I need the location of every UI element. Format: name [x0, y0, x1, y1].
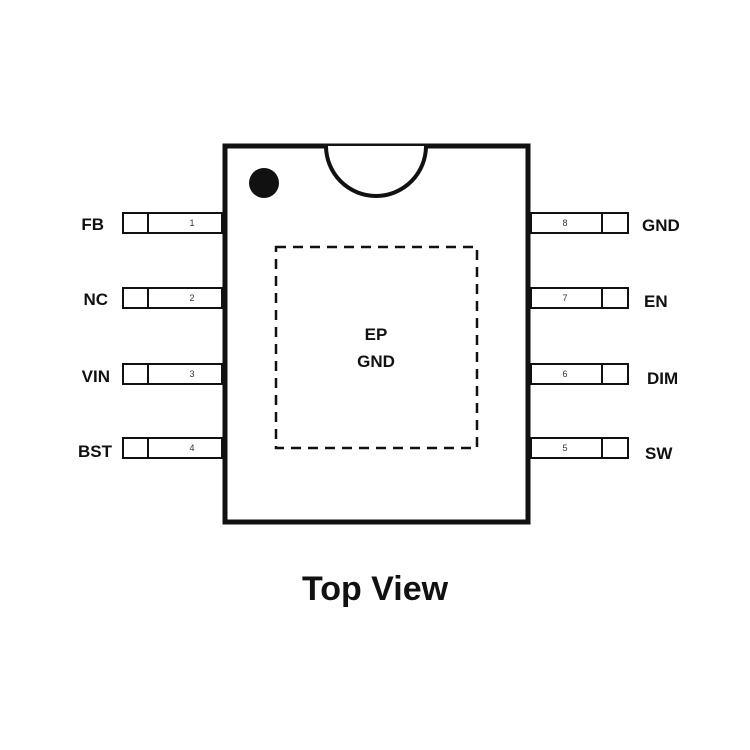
pin-5: 5 SW — [530, 437, 673, 463]
right-pin-group: 8 GND 7 EN 6 DIM 5 SW — [530, 212, 680, 463]
pin-3: 3 VIN — [82, 363, 223, 386]
pin-number: 7 — [562, 293, 567, 303]
pin-number: 4 — [189, 443, 194, 453]
pin-lead — [122, 212, 223, 234]
pin-lead — [530, 212, 629, 234]
left-pin-group: 1 FB 2 NC 3 VIN 4 BST — [78, 212, 223, 461]
pin-name: NC — [83, 290, 108, 309]
pin-2: 2 NC — [83, 287, 223, 309]
pin-name: BST — [78, 442, 113, 461]
pin-1: 1 FB — [81, 212, 223, 234]
diagram-caption: Top View — [301, 570, 449, 608]
pin-lead — [530, 437, 629, 459]
pin-lead — [122, 363, 223, 385]
pin-8: 8 GND — [530, 212, 680, 235]
pin-6: 6 DIM — [530, 363, 678, 388]
pin-name: DIM — [647, 369, 678, 388]
pin-name: VIN — [82, 367, 110, 386]
pin-name: SW — [645, 444, 673, 463]
pin-lead — [530, 363, 629, 385]
pin-number: 2 — [189, 293, 194, 303]
pin-number: 3 — [189, 369, 194, 379]
pin1-indicator-dot — [249, 168, 279, 198]
pin-7: 7 EN — [530, 287, 668, 311]
exposed-pad-net: GND — [357, 352, 395, 371]
pin-name: FB — [81, 215, 104, 234]
pin-lead — [530, 287, 629, 309]
orientation-notch — [324, 145, 428, 198]
pin-lead — [122, 437, 223, 459]
pin-number: 6 — [562, 369, 567, 379]
pin-number: 1 — [189, 218, 194, 228]
exposed-pad-label: EP — [365, 325, 388, 344]
pin-lead — [122, 287, 223, 309]
exposed-pad — [274, 245, 479, 450]
pin-4: 4 BST — [78, 437, 223, 461]
pin-number: 5 — [562, 443, 567, 453]
pin-name: EN — [644, 292, 668, 311]
pin-number: 8 — [562, 218, 567, 228]
pin-name: GND — [642, 216, 680, 235]
